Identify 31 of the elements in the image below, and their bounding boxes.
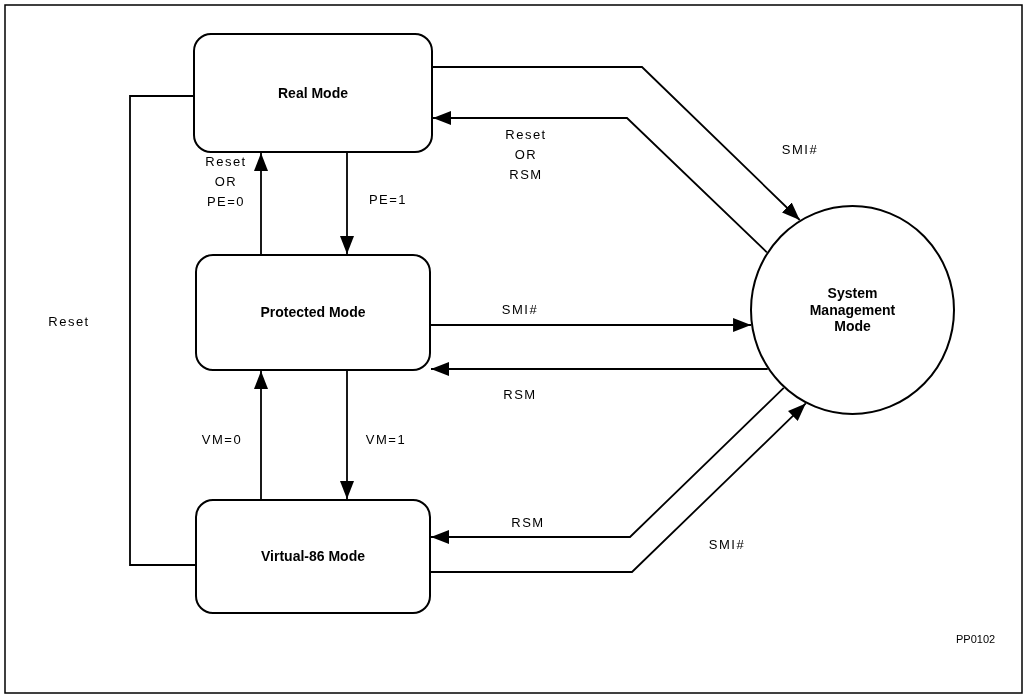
edge-label: RSM [511,514,545,532]
edge-label: SMI# [708,536,746,554]
figure-number: PP0102 [956,633,996,645]
state-name: Real Mode [278,84,348,102]
state-name: System Management Mode [808,284,897,336]
arrow [340,152,354,255]
edge-label: VM=0 [201,431,243,449]
state-box [193,33,433,153]
state-name: Virtual-86 Mode [261,548,365,565]
edge-label: Reset OR PE=0 [205,153,247,211]
edge-label: VM=1 [365,431,407,449]
edge-label: SMI# [781,141,819,159]
arrow [432,66,801,221]
edge-label: Reset [48,313,90,331]
arrow [432,111,768,254]
connector-line [129,95,196,566]
arrow [430,362,769,376]
arrow [430,386,785,544]
arrow [340,370,354,500]
arrow [430,402,807,573]
arrow [430,318,752,332]
arrow [254,152,268,255]
state-ellipse [750,205,955,415]
arrow [254,370,268,500]
state-box [195,499,431,614]
edge-label: SMI# [501,301,539,319]
edge-label: RSM [503,386,537,404]
state-name: Protected Mode [260,304,366,321]
edge-label: Reset OR RSM [505,126,547,184]
edge-label: PE=1 [368,191,408,209]
state-box [195,254,431,371]
